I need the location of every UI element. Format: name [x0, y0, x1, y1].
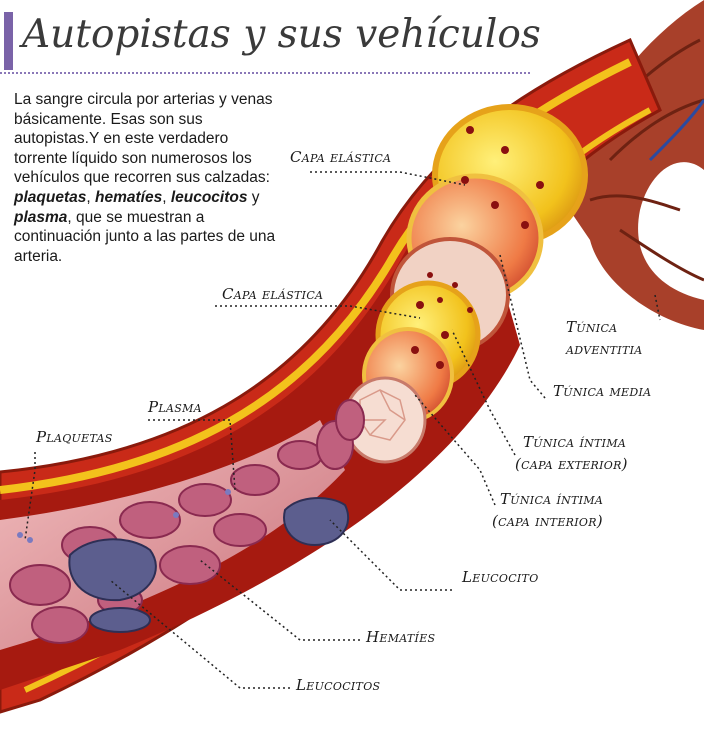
title-bar: Autopistas y sus vehículos [0, 0, 704, 78]
intro-term-plaquetas: plaquetas [14, 188, 87, 206]
label-hematies: Hematíes [366, 628, 436, 646]
label-tunica-intima-interior-line1: Túnica íntima [500, 490, 604, 508]
label-leucocitos: Leucocitos [296, 676, 381, 694]
title-divider [0, 72, 530, 74]
label-tunica-media: Túnica media [553, 382, 652, 400]
label-tunica-adventitia-line2: adventitia [566, 340, 643, 358]
label-tunica-adventitia-line1: Túnica [566, 318, 618, 336]
red-blood-cells [9, 399, 365, 644]
label-leucocito: Leucocito [462, 568, 539, 586]
intro-text-2: , que se muestran a continuación junto a… [14, 208, 276, 265]
intro-term-hematies: hematíes [94, 188, 163, 206]
intro-sep-1: , [86, 188, 95, 206]
platelets [17, 489, 231, 543]
page-title: Autopistas y sus vehículos [22, 12, 541, 57]
leader-lines [24, 171, 661, 689]
intro-sep-3: y [247, 188, 260, 206]
label-plaquetas: Plaquetas [36, 428, 113, 446]
intro-paragraph: La sangre circula por arterias y venas b… [14, 90, 279, 266]
label-plasma: Plasma [148, 398, 202, 416]
intro-term-plasma: plasma [14, 208, 68, 226]
label-tunica-intima-exterior-line1: Túnica íntima [523, 433, 627, 451]
title-accent-bar [4, 12, 13, 70]
label-tunica-intima-exterior-line2: (capa exterior) [515, 455, 628, 473]
label-capa-elastica-lower: Capa elástica [222, 285, 324, 303]
intro-term-leucocitos: leucocitos [170, 188, 248, 206]
label-tunica-intima-interior-line2: (capa interior) [492, 512, 603, 530]
intro-text-1: La sangre circula por arterias y venas b… [14, 91, 273, 187]
leukocytes [68, 497, 350, 633]
label-capa-elastica-upper: Capa elástica [290, 148, 392, 166]
artery-layer-rings [343, 104, 588, 464]
intro-sep-2: , [162, 188, 171, 206]
